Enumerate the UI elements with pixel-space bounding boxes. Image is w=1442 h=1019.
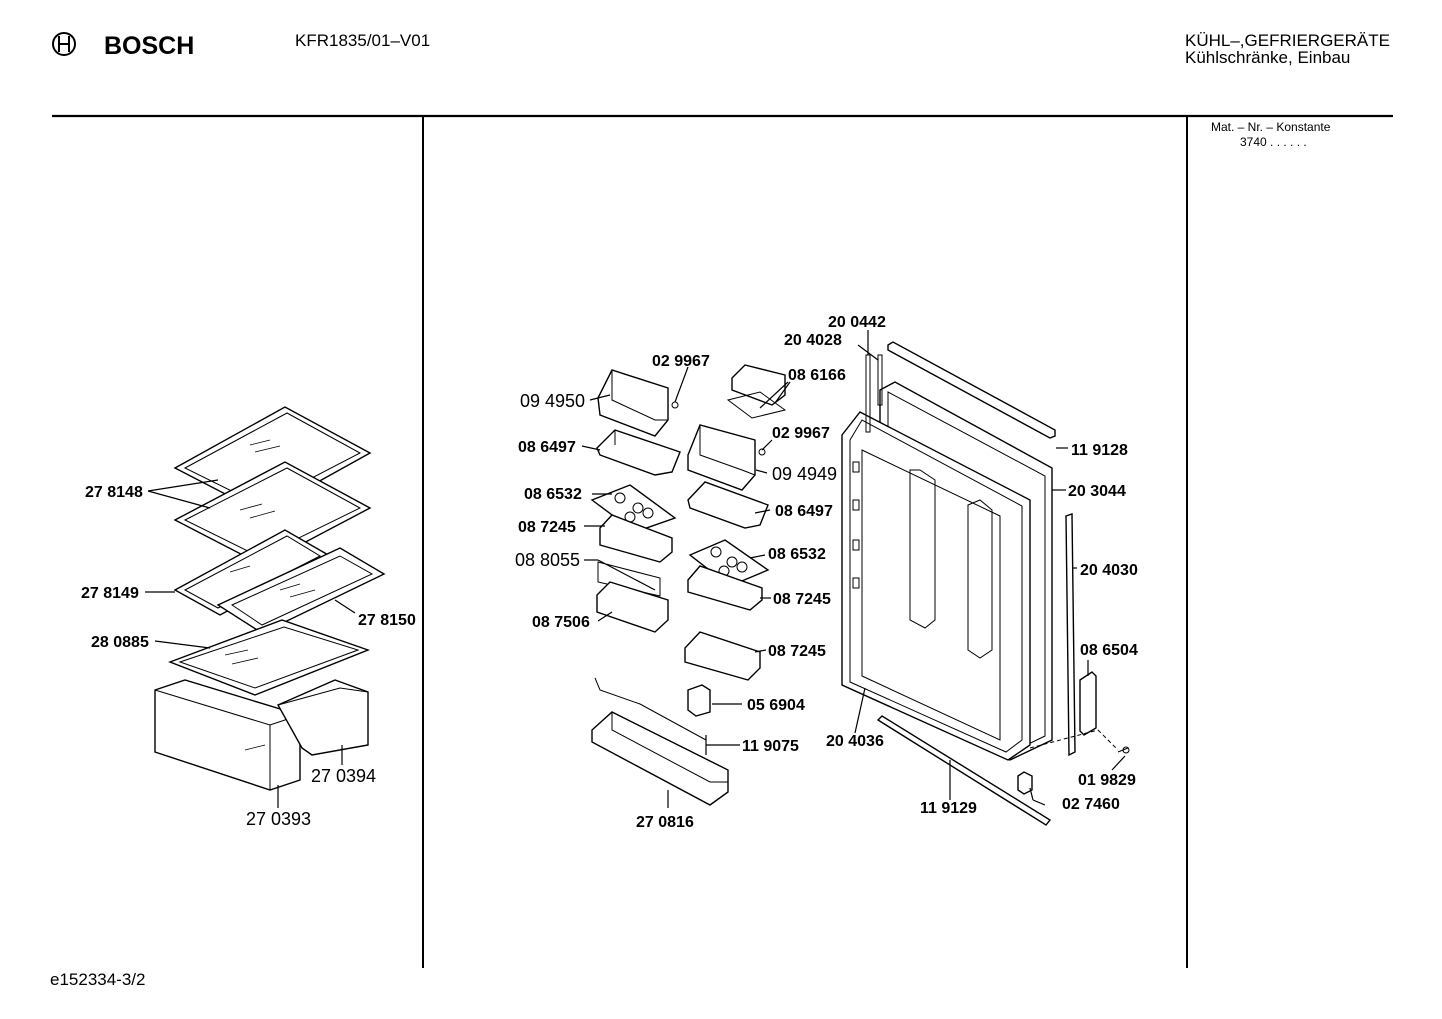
shelves-drawing: [154, 406, 386, 791]
category-subtitle: Kühlschränke, Einbau: [1185, 48, 1350, 67]
part-label-119075: 11 9075: [742, 738, 799, 755]
part-label-204030: 20 4030: [1080, 562, 1138, 579]
part-label-027460: 02 7460: [1062, 796, 1120, 813]
sheet-id: e152334-3/2: [50, 970, 145, 989]
part-label-029967a: 02 9967: [652, 353, 710, 370]
part-label-270394: 27 0394: [311, 766, 376, 786]
sidebar-label: Mat. – Nr. – Konstante: [1211, 120, 1331, 134]
model-number: KFR1835/01–V01: [295, 31, 430, 50]
part-label-094949: 09 4949: [772, 464, 837, 484]
part-label-087506: 08 7506: [532, 614, 590, 631]
right-leader-lines: [854, 330, 1126, 806]
part-label-086497a: 08 6497: [518, 439, 576, 456]
bosch-logo-icon: [52, 32, 76, 56]
door-assembly-drawing: [841, 341, 1130, 826]
part-label-278148: 27 8148: [85, 484, 143, 501]
part-label-019829: 01 9829: [1078, 772, 1136, 789]
part-label-280885: 28 0885: [91, 634, 149, 651]
sidebar-value: 3740 . . . . . .: [1240, 135, 1307, 149]
part-label-086504: 08 6504: [1080, 642, 1138, 659]
part-label-086166: 08 6166: [788, 367, 846, 384]
part-label-278150: 27 8150: [358, 612, 416, 629]
part-label-094950: 09 4950: [520, 391, 585, 411]
part-label-029967b: 02 9967: [772, 425, 830, 442]
part-label-203044: 20 3044: [1068, 483, 1126, 500]
part-label-087245b: 08 7245: [773, 591, 831, 608]
brand-name: BOSCH: [104, 32, 194, 60]
part-label-088055: 08 8055: [515, 550, 580, 570]
center-leader-lines: [581, 366, 791, 808]
part-label-086532b: 08 6532: [768, 546, 826, 563]
part-label-119128: 11 9128: [1071, 442, 1128, 459]
part-label-278149: 27 8149: [81, 585, 139, 602]
part-label-270393: 27 0393: [246, 809, 311, 829]
category-title: KÜHL–,GEFRIERGERÄTE: [1185, 31, 1390, 50]
part-label-200442: 20 0442: [828, 314, 886, 331]
left-leader-lines: [145, 479, 356, 808]
part-label-270816: 27 0816: [636, 814, 694, 831]
part-label-087245a: 08 7245: [518, 519, 576, 536]
part-label-086532a: 08 6532: [524, 486, 582, 503]
part-label-086497b: 08 6497: [775, 503, 833, 520]
part-label-119129: 11 9129: [920, 800, 977, 817]
door-shelves-drawing: [590, 364, 787, 806]
part-label-204036: 20 4036: [826, 733, 884, 750]
part-label-056904: 05 6904: [747, 697, 805, 714]
part-label-087245c: 08 7245: [768, 643, 826, 660]
part-label-204028: 20 4028: [784, 332, 842, 349]
